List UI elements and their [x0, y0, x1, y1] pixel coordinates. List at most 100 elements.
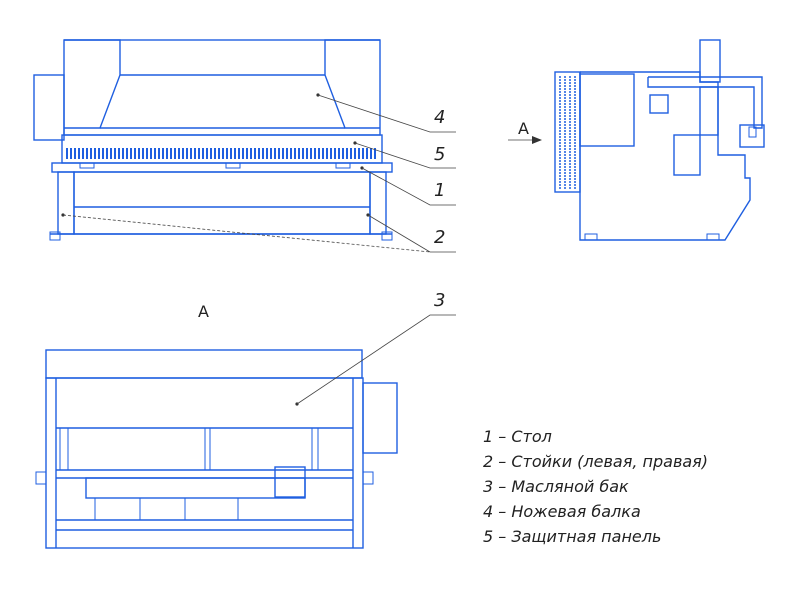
panel-tooth [350, 148, 352, 159]
perforation-dot [564, 169, 566, 171]
perforation-dot [574, 97, 576, 99]
perforation-dot [569, 85, 571, 87]
panel-tooth [202, 148, 204, 159]
perforation-dot [564, 181, 566, 183]
panel-tooth [286, 148, 288, 159]
side-knife-blade [748, 126, 757, 138]
perforation-dot [564, 91, 566, 93]
perforation-dot [559, 115, 561, 117]
panel-tooth [162, 148, 164, 159]
perforation-dot [559, 184, 561, 186]
side-knife-head [739, 124, 765, 148]
perforation-dot [574, 142, 576, 144]
perforation-dot [564, 154, 566, 156]
perforation-dot [559, 151, 561, 153]
perforation-dot [569, 76, 571, 78]
perforation-dot [569, 148, 571, 150]
side-frame-outline [579, 71, 751, 241]
side-foot-left [584, 233, 598, 241]
perforation-dot [559, 160, 561, 162]
panel-tooth [122, 148, 124, 159]
perforation-dot [559, 142, 561, 144]
perforation-dot [559, 109, 561, 111]
perforation-dot [564, 148, 566, 150]
front-frame-upper [63, 39, 381, 136]
view-a-pin-left [35, 471, 47, 485]
panel-tooth [370, 148, 372, 159]
perforation-dot [569, 136, 571, 138]
table-pad-middle [225, 162, 241, 169]
perforation-dot [559, 100, 561, 102]
perforation-dot [569, 169, 571, 171]
callout-5-leader [354, 142, 456, 169]
panel-tooth [354, 148, 356, 159]
perforation-dot [574, 91, 576, 93]
perforation-dot [564, 187, 566, 189]
perforation-dot [574, 130, 576, 132]
panel-tooth [166, 148, 168, 159]
perforation-dot [569, 133, 571, 135]
callout-3-label: 3 [434, 290, 445, 311]
panel-tooth [298, 148, 300, 159]
table-pad-left [79, 162, 95, 169]
panel-tooth [82, 148, 84, 159]
panel-tooth [130, 148, 132, 159]
perforation-dot [574, 139, 576, 141]
perforation-dot [559, 106, 561, 108]
perforation-dot [559, 94, 561, 96]
perforation-dot [569, 175, 571, 177]
table-body [73, 171, 371, 235]
view-a: A [35, 302, 398, 549]
perforation-dot [569, 172, 571, 174]
perforation-dot [569, 100, 571, 102]
panel-tooth [106, 148, 108, 159]
perforation-dot [574, 145, 576, 147]
panel-tooth [274, 148, 276, 159]
callout-3-leader [296, 314, 456, 405]
panel-tooth [362, 148, 364, 159]
panel-tooth [318, 148, 320, 159]
panel-tooth [86, 148, 88, 159]
perforation-dot [569, 91, 571, 93]
perforation-dot [574, 184, 576, 186]
panel-tooth [78, 148, 80, 159]
front-view [33, 39, 393, 241]
perforation-dot [564, 145, 566, 147]
perforation-dot [559, 124, 561, 126]
panel-tooth [290, 148, 292, 159]
perforation-dot [564, 124, 566, 126]
perforation-dot [574, 79, 576, 81]
perforation-dot [574, 178, 576, 180]
perforation-dot [564, 184, 566, 186]
perforation-dot [569, 112, 571, 114]
side-perforated-panel [554, 71, 581, 193]
perforation-dot [569, 97, 571, 99]
panel-tooth [310, 148, 312, 159]
perforation-dot [569, 115, 571, 117]
perforation-dot [574, 115, 576, 117]
perforation-dot [574, 112, 576, 114]
panel-tooth [194, 148, 196, 159]
perforation-dot [574, 151, 576, 153]
perforation-dot [569, 121, 571, 123]
panel-tooth [242, 148, 244, 159]
panel-tooth [66, 148, 68, 159]
perforation-dot [559, 118, 561, 120]
perforation-dot [574, 172, 576, 174]
perforation-dot [569, 130, 571, 132]
view-a-slider-block [274, 466, 306, 498]
perforation-dot [559, 172, 561, 174]
perforation-dot [574, 88, 576, 90]
perforation-dot [564, 130, 566, 132]
panel-tooth [250, 148, 252, 159]
perforation-dot [564, 79, 566, 81]
panel-tooth [258, 148, 260, 159]
panel-tooth [198, 148, 200, 159]
side-cylinder [699, 39, 721, 83]
perforation-dot [574, 133, 576, 135]
view-direction-arrow: A [508, 119, 542, 144]
front-foot-right [381, 231, 393, 241]
perforation-dot [559, 97, 561, 99]
callout-1-label: 1 [434, 180, 445, 201]
